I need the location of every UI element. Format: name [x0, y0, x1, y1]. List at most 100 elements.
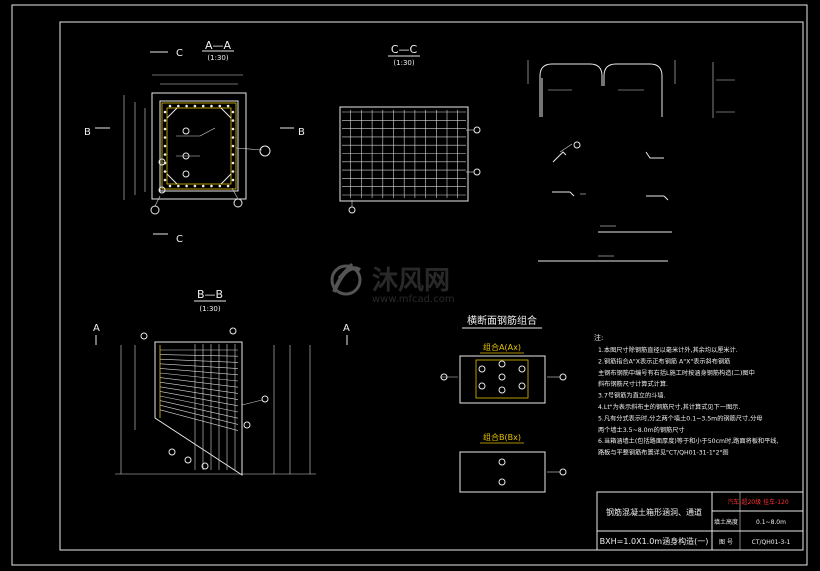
bb-rebar-line: [159, 377, 239, 388]
combo-a-bar: [478, 382, 486, 390]
section-cc-title: C—C: [391, 43, 418, 56]
combo-a-bar: [498, 360, 506, 368]
rebar-dot: [231, 127, 235, 131]
bb-rebar-line: [159, 368, 239, 376]
rebar-dot: [231, 136, 235, 139]
combo-a-box: [459, 355, 546, 404]
note-line: 主钢布钢筋中编号有右括L施工时按涵身钢筋构造(二)图中: [598, 369, 755, 377]
inner-border: [59, 21, 804, 551]
combo-title: 横断面钢筋组合: [467, 314, 537, 327]
cut-mark-c-bottom: C: [176, 234, 183, 245]
rebar-dot: [210, 104, 213, 108]
rebar-combination: 横断面钢筋组合 组合A(Ax) 组合B(Bx): [440, 314, 567, 493]
mfcad-logo-icon: [330, 262, 362, 296]
title-load: 汽车-超20级 挂车-120: [727, 498, 789, 506]
title-drawing-no: CT/QH01-3-1: [752, 539, 791, 546]
combo-a-label: 组合A(Ax): [483, 342, 521, 352]
note-line: 两个墙土3.5~8.0m的钢筋尺寸: [598, 426, 685, 434]
rebar-dot: [218, 104, 222, 108]
rebar-dot: [231, 153, 235, 156]
bb-rebar-line: [159, 381, 239, 394]
combo-b-box: [459, 451, 546, 493]
rebar-dot: [231, 161, 235, 165]
note-line: 6.当箱涵墙土(包括路面厚度)等于和小于50cm时,路面将板和平线,: [598, 437, 778, 445]
watermark-brand: 沐风网: [372, 266, 450, 296]
note-line: 1.本图尺寸除钢筋直径以毫米计外,其余均以厘米计.: [598, 346, 738, 354]
rebar-bending-details: [527, 60, 735, 262]
bb-rebar-line: [159, 400, 239, 419]
rebar-dot: [177, 184, 180, 188]
title-fill-value: 0.1~8.0m: [756, 519, 786, 526]
rebar-dot: [201, 104, 205, 108]
rebar-dot: [231, 119, 235, 122]
title-block: 钢筋混凝土箱形涵洞、通道 BXH=1.0X1.0m涵身构造(一) 汽车-超20级…: [596, 491, 804, 551]
rebar-dot: [185, 104, 188, 108]
rebar-dot: [193, 104, 197, 108]
rebar-dot: [163, 119, 167, 122]
note-line: 3.7号钢筋为直立的斗墙.: [598, 392, 666, 400]
section-bb-title: B—B: [197, 288, 223, 301]
rebar-dot: [218, 184, 222, 188]
section-bb-scale: (1:30): [199, 305, 220, 313]
note-line: 斜布钢筋尺寸计算式计算.: [598, 380, 668, 388]
watermark-url: www.mfcad.com: [372, 294, 455, 305]
note-line: 2.钢筋指合A"X表示正布钢筋 A"X"表示斜布钢筋: [598, 357, 730, 365]
rebar-dot: [231, 170, 235, 173]
cc-slab-outline: [339, 106, 469, 202]
title-drawing-label: 图 号: [719, 539, 733, 546]
rebar-dot: [163, 178, 167, 182]
watermark: 沐风网 www.mfcad.com: [330, 262, 455, 305]
bb-rebar-line: [159, 386, 239, 400]
rebar-dot: [163, 127, 167, 131]
note-line: 路板与平整钢筋布置详见"CT/QH01-31-1"2"图: [598, 449, 729, 457]
box-outer-wall: [151, 92, 247, 200]
rebar-dot: [163, 136, 167, 139]
combo-a-bar: [518, 382, 526, 390]
combo-a-bar: [498, 386, 506, 394]
bb-rebar-line: [159, 391, 239, 407]
bb-rebar-line: [159, 395, 239, 413]
cut-mark-b-right: B: [298, 127, 305, 138]
bb-rebar-line: [159, 372, 239, 382]
rebar-dot: [163, 153, 167, 156]
combo-a-bar: [518, 365, 526, 373]
rebar-dot: [231, 110, 235, 114]
title-fill-label: 填土高度: [714, 518, 738, 526]
combo-b-label: 组合B(Bx): [483, 432, 521, 442]
combo-a-bar: [498, 373, 506, 381]
rebar-dot: [168, 104, 172, 108]
notes: 注: 1.本图尺寸除钢筋直径以毫米计外,其余均以厘米计. 2.钢筋指合A"X表示正…: [594, 333, 778, 457]
rebar-dot: [226, 184, 230, 188]
bb-rebar-line: [159, 363, 239, 369]
bb-rebar-line: [159, 354, 239, 357]
section-aa-title: A—A: [205, 39, 232, 52]
bb-rebar-line: [159, 358, 239, 363]
note-line: 5.凡有分式表示时,分之两个墙土0.1~3.5m的钢筋尺寸,分母: [598, 414, 762, 422]
rebar-dot: [193, 184, 197, 188]
rebar-dot: [231, 178, 235, 182]
outer-border: [11, 4, 808, 566]
cut-mark-a-right: A: [343, 323, 350, 334]
section-bb: B—B (1:30) A A: [93, 288, 350, 476]
bb-outline: [154, 341, 243, 476]
rebar-dot: [168, 184, 172, 188]
rebar-dot: [201, 184, 205, 188]
cut-mark-a-left: A: [93, 323, 100, 334]
notes-heading: 注:: [594, 333, 603, 342]
rebar-dot: [163, 170, 167, 173]
rebar-dot: [210, 184, 213, 188]
section-aa: A—A (1:30) C C B B: [84, 39, 305, 245]
combo-a-bar: [478, 365, 486, 373]
note-line: 4.Lt"为表示斜布主的钢筋尺寸,其计算式见下一图示.: [598, 403, 740, 411]
rebar-dot: [177, 104, 180, 108]
rebar-dot: [226, 104, 230, 108]
title-sub: BXH=1.0X1.0m涵身构造(一): [600, 536, 709, 546]
bb-rebar-line: [159, 409, 239, 431]
cut-mark-c-top: C: [176, 48, 183, 59]
cut-mark-b-left: B: [84, 127, 91, 138]
rebar-dot: [231, 144, 235, 148]
rebar-dot: [163, 144, 167, 148]
section-aa-scale: (1:30): [207, 54, 228, 62]
